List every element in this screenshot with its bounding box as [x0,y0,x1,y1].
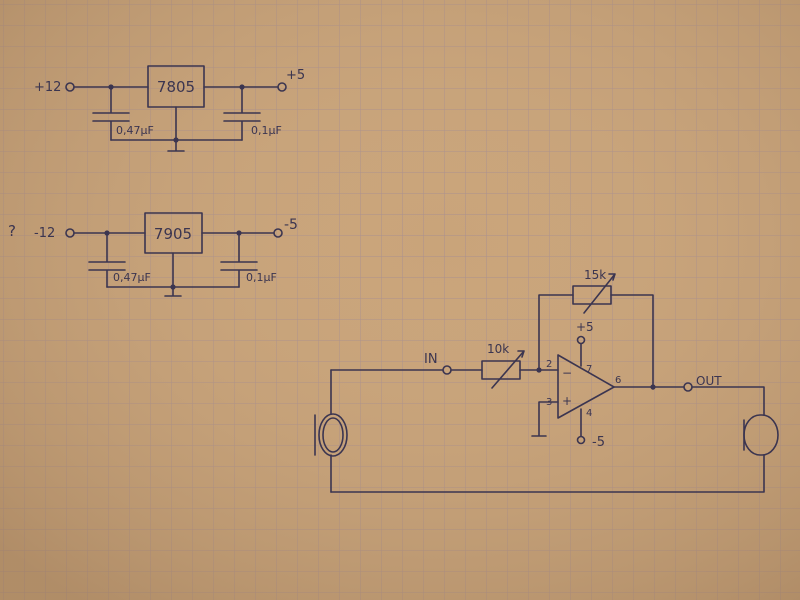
feedback-resistor-label: 15k [584,268,606,282]
amplifier-circuit: IN 10k 15k − + 2 3 4 6 7 +5 -5 [314,268,779,493]
pos-output-capacitor [223,86,261,141]
input-resistor-label: 10k [487,342,509,356]
pos-output-cap-label: 0,1µF [251,124,282,137]
neg-output-capacitor [220,232,258,288]
pin-7-label: 7 [586,364,592,375]
input-resistor-arrow [491,350,525,389]
neg-ground-junction [170,284,176,290]
pin-6-label: 6 [615,375,621,386]
microphone-inner [322,417,344,453]
neg-output-cap-label: 0,1µF [246,271,277,284]
neg-output-terminal [273,228,283,238]
neg-chip-label: 7905 [154,225,192,243]
pos-ground-junction [173,137,179,143]
neg-input-label: -12 [34,226,55,241]
neg-input-capacitor [88,232,126,288]
pin-4-label: 4 [586,408,592,419]
vpos-terminal [576,335,586,345]
pos-output-label: +5 [286,68,305,83]
feedback-node-output [650,384,656,390]
negative-regulator-circuit: ? -12 7905 -5 0,47µF 0,1µF [8,212,298,297]
neg-question-mark: ? [8,222,16,240]
pos-input-label: +12 [34,80,61,95]
vneg-terminal [576,435,586,445]
microphone-icon [318,413,348,457]
opamp-plus-sign: + [562,394,572,408]
vpos-label: +5 [576,320,594,334]
neg-input-cap-label: 0,47µF [113,271,151,284]
pos-output-terminal [277,82,287,92]
output-to-speaker-wire [691,386,765,416]
amp-input-label: IN [424,352,438,367]
pos-chip-label: 7805 [157,78,195,96]
vneg-label: -5 [592,435,605,450]
pos-input-capacitor [92,86,130,141]
neg-output-label: -5 [284,217,298,233]
feedback-wire [538,294,654,390]
output-label: OUT [696,374,722,388]
feedback-resistor-arrow [583,273,616,314]
pos-input-cap-label: 0,47µF [116,124,154,137]
opamp-triangle [557,354,615,419]
opamp-minus-sign: − [562,366,572,380]
positive-regulator-circuit: +12 7805 +5 0,47µF 0,1µF [34,65,305,152]
noninverting-ground [531,401,559,437]
pin-2-label: 2 [546,359,552,370]
return-wire [330,454,765,493]
